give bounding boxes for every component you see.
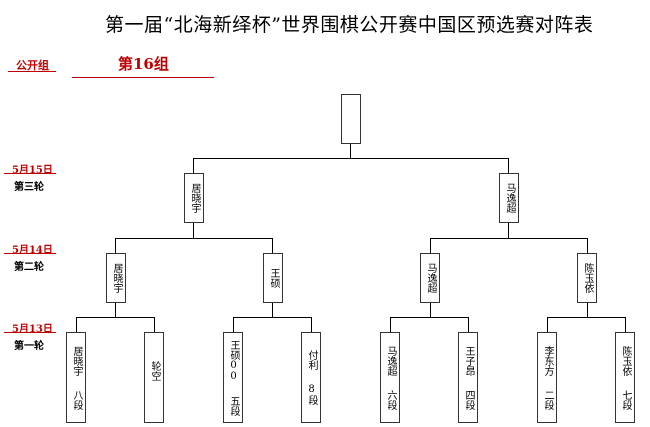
round3-player-box: 居晓宇 — [184, 173, 204, 223]
round2-player-box: 陈玉依 — [577, 253, 597, 303]
round1-player-box: 王子昂四段 — [458, 332, 478, 423]
group-label: 公开组 — [16, 59, 49, 72]
round2-player-box: 马逸超 — [420, 253, 440, 303]
bracket-line — [193, 158, 194, 173]
round1-player-box: 马逸超六段 — [380, 332, 400, 423]
round1-player-box: 居晓宇八段 — [66, 332, 86, 423]
player-rank: 二段 — [542, 389, 553, 410]
bracket-line — [193, 223, 194, 238]
round2-underline — [4, 253, 56, 254]
player-name: 居晓宇 — [71, 345, 82, 376]
round3-name: 第三轮 — [14, 182, 44, 193]
player-name: 马逸超 — [425, 263, 436, 293]
bracket-line — [587, 238, 588, 253]
bracket-line — [193, 158, 509, 159]
round3-date: 5月15日 — [12, 165, 53, 176]
round2-name: 第二轮 — [14, 262, 44, 273]
bracket-line — [115, 302, 116, 317]
player-name: 陈玉依 — [582, 263, 593, 293]
round2-player-box: 居晓宇 — [106, 253, 126, 303]
round1-date: 5月13日 — [12, 324, 53, 335]
bracket-line — [350, 143, 351, 158]
bracket-line — [154, 317, 155, 332]
page-title: 第一届“北海新绎杯”世界围棋公开赛中国区预选赛对阵表 — [105, 14, 594, 36]
bracket-line — [390, 317, 469, 318]
bracket-line — [547, 317, 548, 332]
bracket-line — [233, 317, 234, 332]
group-name-underline — [72, 77, 214, 78]
bracket-line — [587, 302, 588, 317]
bracket-line — [311, 317, 312, 332]
bracket-line — [390, 317, 391, 332]
player-rank: 8段 — [306, 384, 317, 405]
round1-underline — [4, 332, 56, 333]
group-label-underline — [8, 71, 56, 72]
bracket-line — [508, 158, 509, 173]
round1-player-box: 付利 8段 — [301, 332, 321, 423]
bracket-line — [430, 238, 588, 239]
player-name: 轮空 — [149, 360, 160, 381]
player-name: 王硕 — [268, 268, 279, 288]
player-rank: 七段 — [620, 389, 631, 410]
round3-player-box: 马逸超 — [499, 173, 519, 223]
winner-box — [341, 94, 361, 144]
player-name: 王子昂 — [463, 345, 474, 376]
player-name: 王硕00 — [228, 339, 239, 382]
player-name: 居晓宇 — [189, 183, 200, 213]
bracket-line — [115, 238, 116, 253]
bracket-line — [468, 317, 469, 332]
player-rank: 五段 — [228, 395, 239, 416]
bracket-line — [272, 238, 273, 253]
player-rank: 八段 — [71, 389, 82, 410]
bracket-line — [115, 238, 273, 239]
bracket-line — [430, 302, 431, 317]
group-name: 第16组 — [118, 55, 169, 73]
round2-date: 5月14日 — [12, 245, 53, 256]
bracket-line — [233, 317, 312, 318]
player-name: 居晓宇 — [111, 263, 122, 293]
bracket-line — [625, 317, 626, 332]
bracket-line — [547, 317, 626, 318]
bracket-line — [76, 317, 77, 332]
player-rank: 四段 — [463, 389, 474, 410]
round1-name: 第一轮 — [14, 341, 44, 352]
round3-underline — [4, 173, 56, 174]
bracket-line — [430, 238, 431, 253]
round1-player-box: 李东方二段 — [537, 332, 557, 423]
player-name: 陈玉依 — [620, 345, 631, 376]
player-name: 马逸超 — [385, 345, 396, 376]
round1-player-box: 陈玉依七段 — [615, 332, 635, 423]
player-rank: 六段 — [385, 389, 396, 410]
round2-player-box: 王硕 — [263, 253, 283, 303]
round1-player-box: 王硕00 五段 — [223, 332, 243, 423]
player-name: 马逸超 — [504, 183, 515, 213]
bracket-line — [508, 223, 509, 238]
bracket-line — [272, 302, 273, 317]
round1-player-box: 轮空 — [144, 332, 164, 423]
bracket-line — [76, 317, 155, 318]
player-name: 李东方 — [542, 345, 553, 376]
player-name: 付利 — [306, 350, 317, 370]
